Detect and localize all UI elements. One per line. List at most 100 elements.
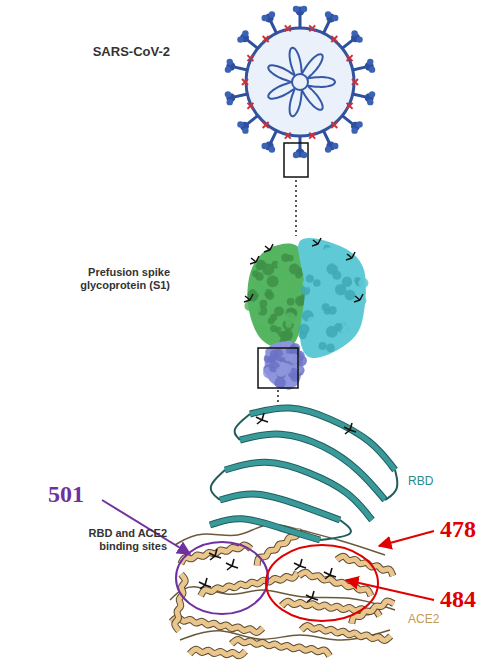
helix-outline — [171, 618, 262, 633]
callout-number: 501 — [48, 480, 108, 509]
ace2-helix — [190, 649, 246, 656]
spike-head — [227, 99, 233, 105]
spike-head — [293, 6, 299, 12]
glycan — [199, 578, 211, 589]
glycan — [344, 423, 356, 434]
zoom-box — [284, 143, 308, 177]
membrane-protein — [263, 122, 269, 128]
membrane-protein — [347, 55, 353, 61]
rbd-loop — [211, 470, 225, 500]
protein-atom — [322, 303, 330, 311]
virus-genome — [292, 74, 308, 90]
helix-outline — [301, 626, 390, 641]
protein-atom — [268, 355, 276, 363]
protein-atom — [268, 317, 275, 324]
ace2-helix — [171, 618, 262, 633]
spike-stem — [342, 40, 353, 49]
protein-atom — [337, 305, 344, 312]
protein-atom — [265, 291, 274, 300]
protein-atom — [334, 323, 342, 331]
spike-head — [237, 36, 243, 42]
callout-number: 484 — [440, 585, 495, 614]
protein-atom — [339, 315, 346, 322]
protein-atom — [285, 353, 293, 361]
protein-atom — [326, 343, 335, 352]
spike-head — [225, 66, 231, 72]
callout-arrow — [346, 580, 434, 600]
spike-head — [367, 99, 373, 105]
protein-atom — [344, 260, 350, 266]
protein-atom — [343, 324, 355, 336]
membrane-protein — [247, 103, 253, 109]
protein-atom — [298, 324, 309, 335]
protein-atom — [274, 306, 284, 316]
spike-head — [269, 11, 275, 17]
spike-stem — [353, 94, 367, 97]
virus-genome — [268, 48, 335, 116]
spike-head — [237, 121, 243, 127]
protein-atom — [284, 312, 296, 324]
spike-stem — [234, 94, 248, 97]
rbd-strand — [240, 434, 385, 500]
spike-stem — [270, 131, 276, 144]
glycan — [324, 568, 336, 579]
membrane-protein — [309, 25, 315, 31]
zoom-line — [295, 180, 297, 236]
protein-atom — [281, 253, 290, 262]
spike-head — [332, 15, 338, 21]
glycan — [226, 559, 238, 570]
spike-stem — [247, 40, 258, 49]
spike-head — [356, 121, 362, 127]
spike-stem — [299, 14, 302, 28]
protein-atom — [319, 342, 327, 350]
membrane-protein — [309, 133, 315, 139]
protein-atom — [254, 282, 264, 292]
spike-head — [369, 91, 375, 97]
spike-head — [262, 143, 268, 149]
spike-head — [356, 36, 362, 42]
figure-label: SARS-CoV-2 — [60, 44, 170, 60]
rbd-loop — [385, 470, 397, 500]
spike-head — [242, 30, 248, 36]
protein-atom — [341, 268, 349, 276]
ace2-helix — [181, 545, 251, 564]
spike-head — [262, 15, 268, 21]
callout-number: 478 — [440, 515, 495, 544]
rbd-loop — [235, 414, 250, 440]
spike-head — [301, 152, 307, 158]
virus-figure — [225, 6, 376, 158]
spike-head — [269, 146, 275, 152]
spike-stem — [323, 131, 329, 144]
spike-stem — [247, 116, 258, 125]
protein-atom — [358, 278, 368, 288]
spike-head — [325, 11, 331, 17]
zoom-box — [258, 348, 298, 388]
spike-head — [227, 59, 233, 65]
spike-stem — [270, 21, 276, 34]
protein-atom — [307, 317, 315, 325]
protein-atom — [311, 334, 318, 341]
protein-atom — [244, 301, 254, 311]
figure-label: RBD and ACE2 binding sites — [55, 527, 167, 553]
membrane-protein — [352, 79, 358, 85]
part-label: RBD — [408, 474, 458, 488]
rbd-loop — [320, 520, 351, 540]
glycan — [306, 591, 318, 602]
protein-atom — [287, 298, 295, 306]
helix-outline — [181, 545, 251, 564]
protein-atom — [256, 324, 265, 333]
membrane-protein — [347, 103, 353, 109]
membrane-protein — [331, 36, 337, 42]
spike-head — [325, 146, 331, 152]
protein-domain — [247, 243, 306, 348]
membrane-protein — [331, 122, 337, 128]
virus-envelope — [246, 28, 354, 136]
spike-head — [351, 127, 357, 133]
membrane-protein — [285, 133, 291, 139]
spike-head — [332, 143, 338, 149]
spike-stem — [234, 67, 248, 70]
spike-head — [293, 152, 299, 158]
protein-atom — [267, 275, 279, 287]
figure-label: Prefusion spike glycoprotein (S1) — [60, 266, 170, 292]
